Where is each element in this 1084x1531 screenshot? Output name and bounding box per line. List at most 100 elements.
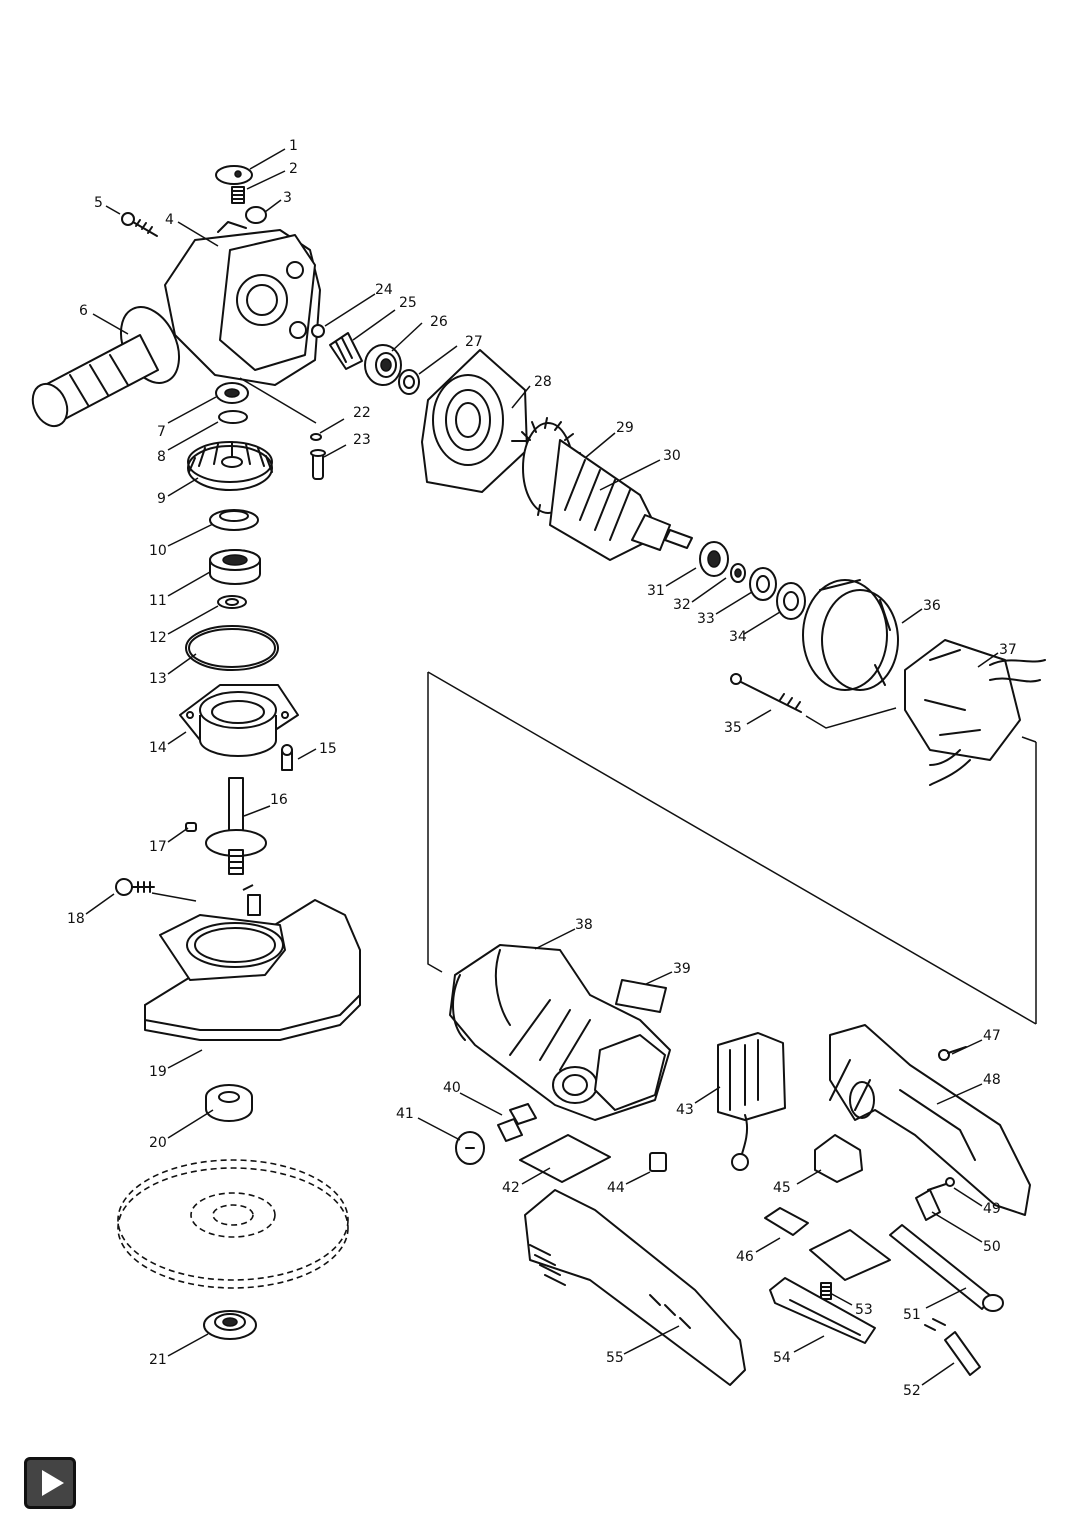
- callout-26: 26: [430, 314, 448, 330]
- part-32-washer: [730, 563, 746, 583]
- callout-40: 40: [443, 1080, 461, 1096]
- part-12-flat-washer: [217, 595, 247, 609]
- part-43-controller: [717, 1032, 786, 1171]
- part-28-bearing-box: [421, 349, 528, 493]
- part-53-spring: [820, 1282, 832, 1300]
- part-9-spiral-bevel-gear: [187, 441, 273, 491]
- part-19-wheel-guard: [144, 884, 361, 1041]
- part-27-washer: [398, 369, 420, 395]
- part-23-pin: [310, 449, 326, 480]
- callout-50: 50: [983, 1239, 1001, 1255]
- part-34-ball-bearing: [776, 582, 806, 620]
- callout-10: 10: [149, 543, 167, 559]
- callout-13: 13: [149, 671, 167, 687]
- part-52-cord: [924, 1318, 981, 1376]
- callout-14: 14: [149, 740, 167, 756]
- part-35-screw: [730, 673, 802, 713]
- callout-48: 48: [983, 1072, 1001, 1088]
- part-49-screw: [927, 1177, 955, 1191]
- part-20-inner-flange: [205, 1084, 253, 1122]
- part-44-terminal: [649, 1152, 667, 1172]
- callout-34: 34: [729, 629, 747, 645]
- callout-29: 29: [616, 420, 634, 436]
- callout-55: 55: [606, 1350, 624, 1366]
- part-17-woodruff-key: [185, 822, 197, 832]
- callout-23: 23: [353, 432, 371, 448]
- callout-35: 35: [724, 720, 742, 736]
- part-29-30-armature: [511, 417, 693, 561]
- part-47-screw: [938, 1046, 967, 1061]
- part-11-ball-bearing: [209, 549, 261, 585]
- callout-46: 46: [736, 1249, 754, 1265]
- callout-4: 4: [165, 212, 174, 228]
- part-13-o-ring: [185, 625, 279, 671]
- callout-44: 44: [607, 1180, 625, 1196]
- callout-5: 5: [94, 195, 103, 211]
- part-22-pin: [310, 433, 322, 441]
- part-55-handle-set: [524, 1189, 746, 1386]
- leader-lines: [85, 148, 999, 1386]
- callout-9: 9: [157, 491, 166, 507]
- callout-2: 2: [289, 161, 298, 177]
- callout-38: 38: [575, 917, 593, 933]
- callout-49: 49: [983, 1201, 1001, 1217]
- callout-3: 3: [283, 190, 292, 206]
- callout-43: 43: [676, 1102, 694, 1118]
- part-4-gear-housing: [164, 221, 321, 386]
- callout-24: 24: [375, 282, 393, 298]
- callout-22: 22: [353, 405, 371, 421]
- play-icon: [42, 1470, 64, 1496]
- callout-19: 19: [149, 1064, 167, 1080]
- part-18-screw: [115, 878, 155, 896]
- part-36-baffle-plate: [802, 579, 899, 691]
- callout-7: 7: [157, 424, 166, 440]
- callout-36: 36: [923, 598, 941, 614]
- part-15-screw: [281, 744, 293, 771]
- part-37-field: [904, 639, 1046, 786]
- part-51-cord-guard: [889, 1224, 1004, 1312]
- next-page-button[interactable]: [24, 1457, 76, 1509]
- part-39-name-plate: [615, 979, 667, 1013]
- callout-37: 37: [999, 642, 1017, 658]
- part-25-spiral-bevel-gear: [329, 332, 363, 370]
- part-33-insulation-washer: [749, 567, 777, 601]
- callout-45: 45: [773, 1180, 791, 1196]
- part-10-bearing-box: [209, 509, 259, 531]
- callout-27: 27: [465, 334, 483, 350]
- callout-8: 8: [157, 449, 166, 465]
- part-6-side-handle: [31, 306, 181, 428]
- callout-42: 42: [502, 1180, 520, 1196]
- part-21-lock-nut: [203, 1310, 257, 1340]
- part-40-carbon-brush: [497, 1103, 537, 1142]
- part-41-brush-holder-cap: [455, 1131, 485, 1165]
- callout-25: 25: [399, 295, 417, 311]
- part-8-retaining-ring: [218, 410, 248, 424]
- callout-12: 12: [149, 630, 167, 646]
- callout-52: 52: [903, 1383, 921, 1399]
- part-24-nut: [311, 324, 325, 338]
- callout-1: 1: [289, 138, 298, 154]
- part-45-switch: [814, 1134, 863, 1183]
- part-14-bearing-box: [179, 684, 299, 757]
- callout-21: 21: [149, 1352, 167, 1368]
- part-3-cap: [245, 206, 267, 224]
- callout-53: 53: [855, 1302, 873, 1318]
- assembly-bracket: [151, 377, 1037, 1025]
- callout-28: 28: [534, 374, 552, 390]
- part-46-switch-lever: [764, 1207, 891, 1281]
- callout-16: 16: [270, 792, 288, 808]
- callout-17: 17: [149, 839, 167, 855]
- callout-20: 20: [149, 1135, 167, 1151]
- part-26-ball-bearing: [364, 344, 402, 386]
- part-1-lock-lever: [215, 165, 253, 185]
- part-wheel-dashed: [117, 1159, 349, 1289]
- callout-30: 30: [663, 448, 681, 464]
- callout-31: 31: [647, 583, 665, 599]
- callout-33: 33: [697, 611, 715, 627]
- callout-47: 47: [983, 1028, 1001, 1044]
- callout-11: 11: [149, 593, 167, 609]
- part-2-spring: [231, 186, 245, 204]
- part-54-switch-lever: [769, 1277, 876, 1344]
- callout-18: 18: [67, 911, 85, 927]
